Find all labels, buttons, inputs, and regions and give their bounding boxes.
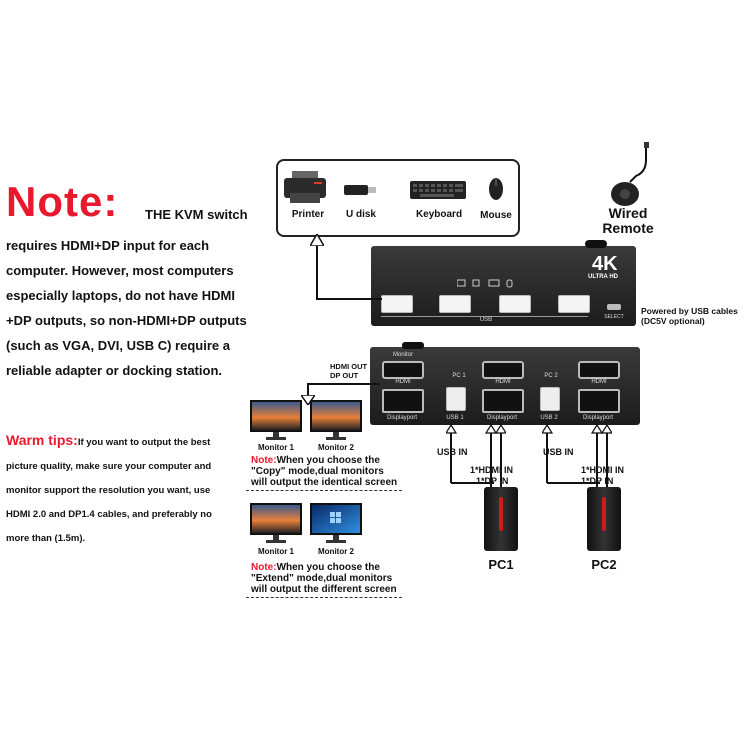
warm-tips-line: monitor support the resolution you want,… — [6, 485, 211, 496]
pc1-hdmi-label: HDMI — [495, 379, 511, 385]
pc1-dp-in: 1*DP IN — [476, 476, 509, 486]
pc1-dp-port[interactable] — [482, 389, 524, 413]
printer-icon — [284, 171, 326, 203]
note-first-line: THE KVM switch — [145, 207, 248, 222]
monitor-dp-label: Displayport — [386, 415, 417, 421]
out-label: HDMI OUT DP OUT — [330, 362, 368, 380]
periph-wire — [316, 244, 318, 300]
front-usb-port-4[interactable] — [558, 295, 590, 313]
select-label: SELECT — [604, 314, 624, 320]
pc2-hdmi-port[interactable] — [578, 361, 620, 379]
pc2-hdmi-in: 1*HDMI IN — [581, 465, 625, 475]
note-line: computer. However, most computers — [6, 263, 234, 278]
divider — [246, 597, 402, 598]
power-note: Powered by USB cables (DC5V optional) — [641, 306, 738, 326]
front-usb-port-3[interactable] — [499, 295, 531, 313]
pc2-label: PC 2 — [544, 373, 558, 379]
pc2-usb-in: USB IN — [543, 447, 574, 457]
note-line: (such as VGA, DVI, USB C) require a — [6, 338, 230, 353]
wired-remote-label: Wired Remote — [602, 205, 654, 236]
note-line: +DP outputs, so non-HDMI+DP outputs — [6, 313, 247, 328]
monitor-2-label: Monitor 2 — [318, 547, 354, 556]
power-jack — [402, 342, 424, 349]
pc2-cables — [542, 425, 612, 487]
pc2-dp-label: Displayport — [582, 415, 613, 421]
monitor-hdmi-label: HDMI — [395, 379, 411, 385]
select-button[interactable] — [607, 304, 621, 310]
usb2-label: USB 2 — [540, 415, 558, 421]
pc2-usb-port[interactable] — [540, 387, 560, 411]
warm-tips: Warm tips:If you want to output the best… — [6, 428, 256, 551]
monitor-1-extend-icon — [250, 503, 302, 543]
monitor-1-label: Monitor 1 — [258, 443, 294, 452]
warm-tips-line: picture quality, make sure your computer… — [6, 461, 212, 472]
divider — [246, 490, 402, 491]
usb-bracket — [381, 316, 588, 317]
pc1-tower — [484, 487, 518, 551]
pc1-hdmi-port[interactable] — [482, 361, 524, 379]
monitor-2-copy-icon — [310, 400, 362, 440]
udisk-label: U disk — [345, 209, 376, 220]
monitor-hdmi-port[interactable] — [382, 361, 424, 379]
note-body: requires HDMI+DP input for each computer… — [6, 233, 256, 383]
badge-ultrahd: ULTRA HD — [588, 274, 618, 280]
warm-tips-head: Warm tips: — [6, 432, 78, 448]
pc2-dp-in: 1*DP IN — [581, 476, 614, 486]
usb1-label: USB 1 — [446, 415, 464, 421]
printer-label: Printer — [291, 209, 325, 220]
usb-drive-icon — [344, 185, 376, 195]
pc1-usb-port[interactable] — [446, 387, 466, 411]
peripheral-icons — [457, 279, 513, 288]
monitor-1-copy-icon — [250, 400, 302, 440]
front-usb-port-2[interactable] — [439, 295, 471, 313]
mouse-label: Mouse — [480, 210, 512, 221]
monitor-label: Monitor — [392, 352, 413, 358]
warm-tips-line: HDMI 2.0 and DP1.4 cables, and preferabl… — [6, 509, 212, 520]
pc1-label: PC 1 — [452, 373, 466, 379]
note-line: especially laptops, do not have HDMI — [6, 288, 235, 303]
wired-remote-icon — [611, 142, 649, 206]
pc2-name: PC2 — [591, 557, 617, 572]
pc2-tower — [587, 487, 621, 551]
note-title: Note: — [6, 178, 119, 225]
pc1-name: PC1 — [488, 557, 514, 572]
kvm-back-panel: Monitor HDMI Displayport PC 1 USB 1 HDMI… — [370, 342, 640, 425]
monitor-2-label: Monitor 2 — [318, 443, 354, 452]
out-wire — [307, 383, 309, 397]
pc1-usb-in: USB IN — [437, 447, 468, 457]
pc1-cables — [446, 425, 506, 487]
pc1-dp-label: Displayport — [486, 415, 517, 421]
periph-wire — [316, 298, 382, 300]
peripherals-box: Printer U disk Keyboard Mouse — [276, 159, 520, 237]
monitor-dp-port[interactable] — [382, 389, 424, 413]
note-line: reliable adapter or docking station. — [6, 363, 222, 378]
usb-label: USB — [479, 317, 493, 323]
pc2-dp-port[interactable] — [578, 389, 620, 413]
kvm-front-panel: 4K ULTRA HD USB SELECT — [371, 240, 636, 326]
copy-mode-note: Note:When you choose the "Copy" mode,dua… — [251, 455, 398, 488]
warm-tips-first: If you want to output the best — [77, 437, 211, 448]
monitor-2-extend-icon — [310, 503, 362, 543]
front-usb-port-1[interactable] — [381, 295, 413, 313]
note-line: requires HDMI+DP input for each — [6, 238, 210, 253]
keyboard-label: Keyboard — [415, 209, 463, 220]
monitor-1-label: Monitor 1 — [258, 547, 294, 556]
out-wire — [307, 383, 380, 385]
badge-4k: 4K — [592, 253, 618, 275]
remote-jack — [585, 240, 607, 248]
keyboard-icon — [410, 181, 466, 199]
extend-mode-note: Note:When you choose the "Extend" mode,d… — [251, 562, 397, 595]
pc1-hdmi-in: 1*HDMI IN — [470, 465, 514, 475]
warm-tips-line: more than (1.5m). — [6, 533, 86, 544]
arrow-up-icon — [310, 234, 324, 246]
pc2-hdmi-label: HDMI — [591, 379, 607, 385]
mouse-icon — [489, 178, 503, 200]
